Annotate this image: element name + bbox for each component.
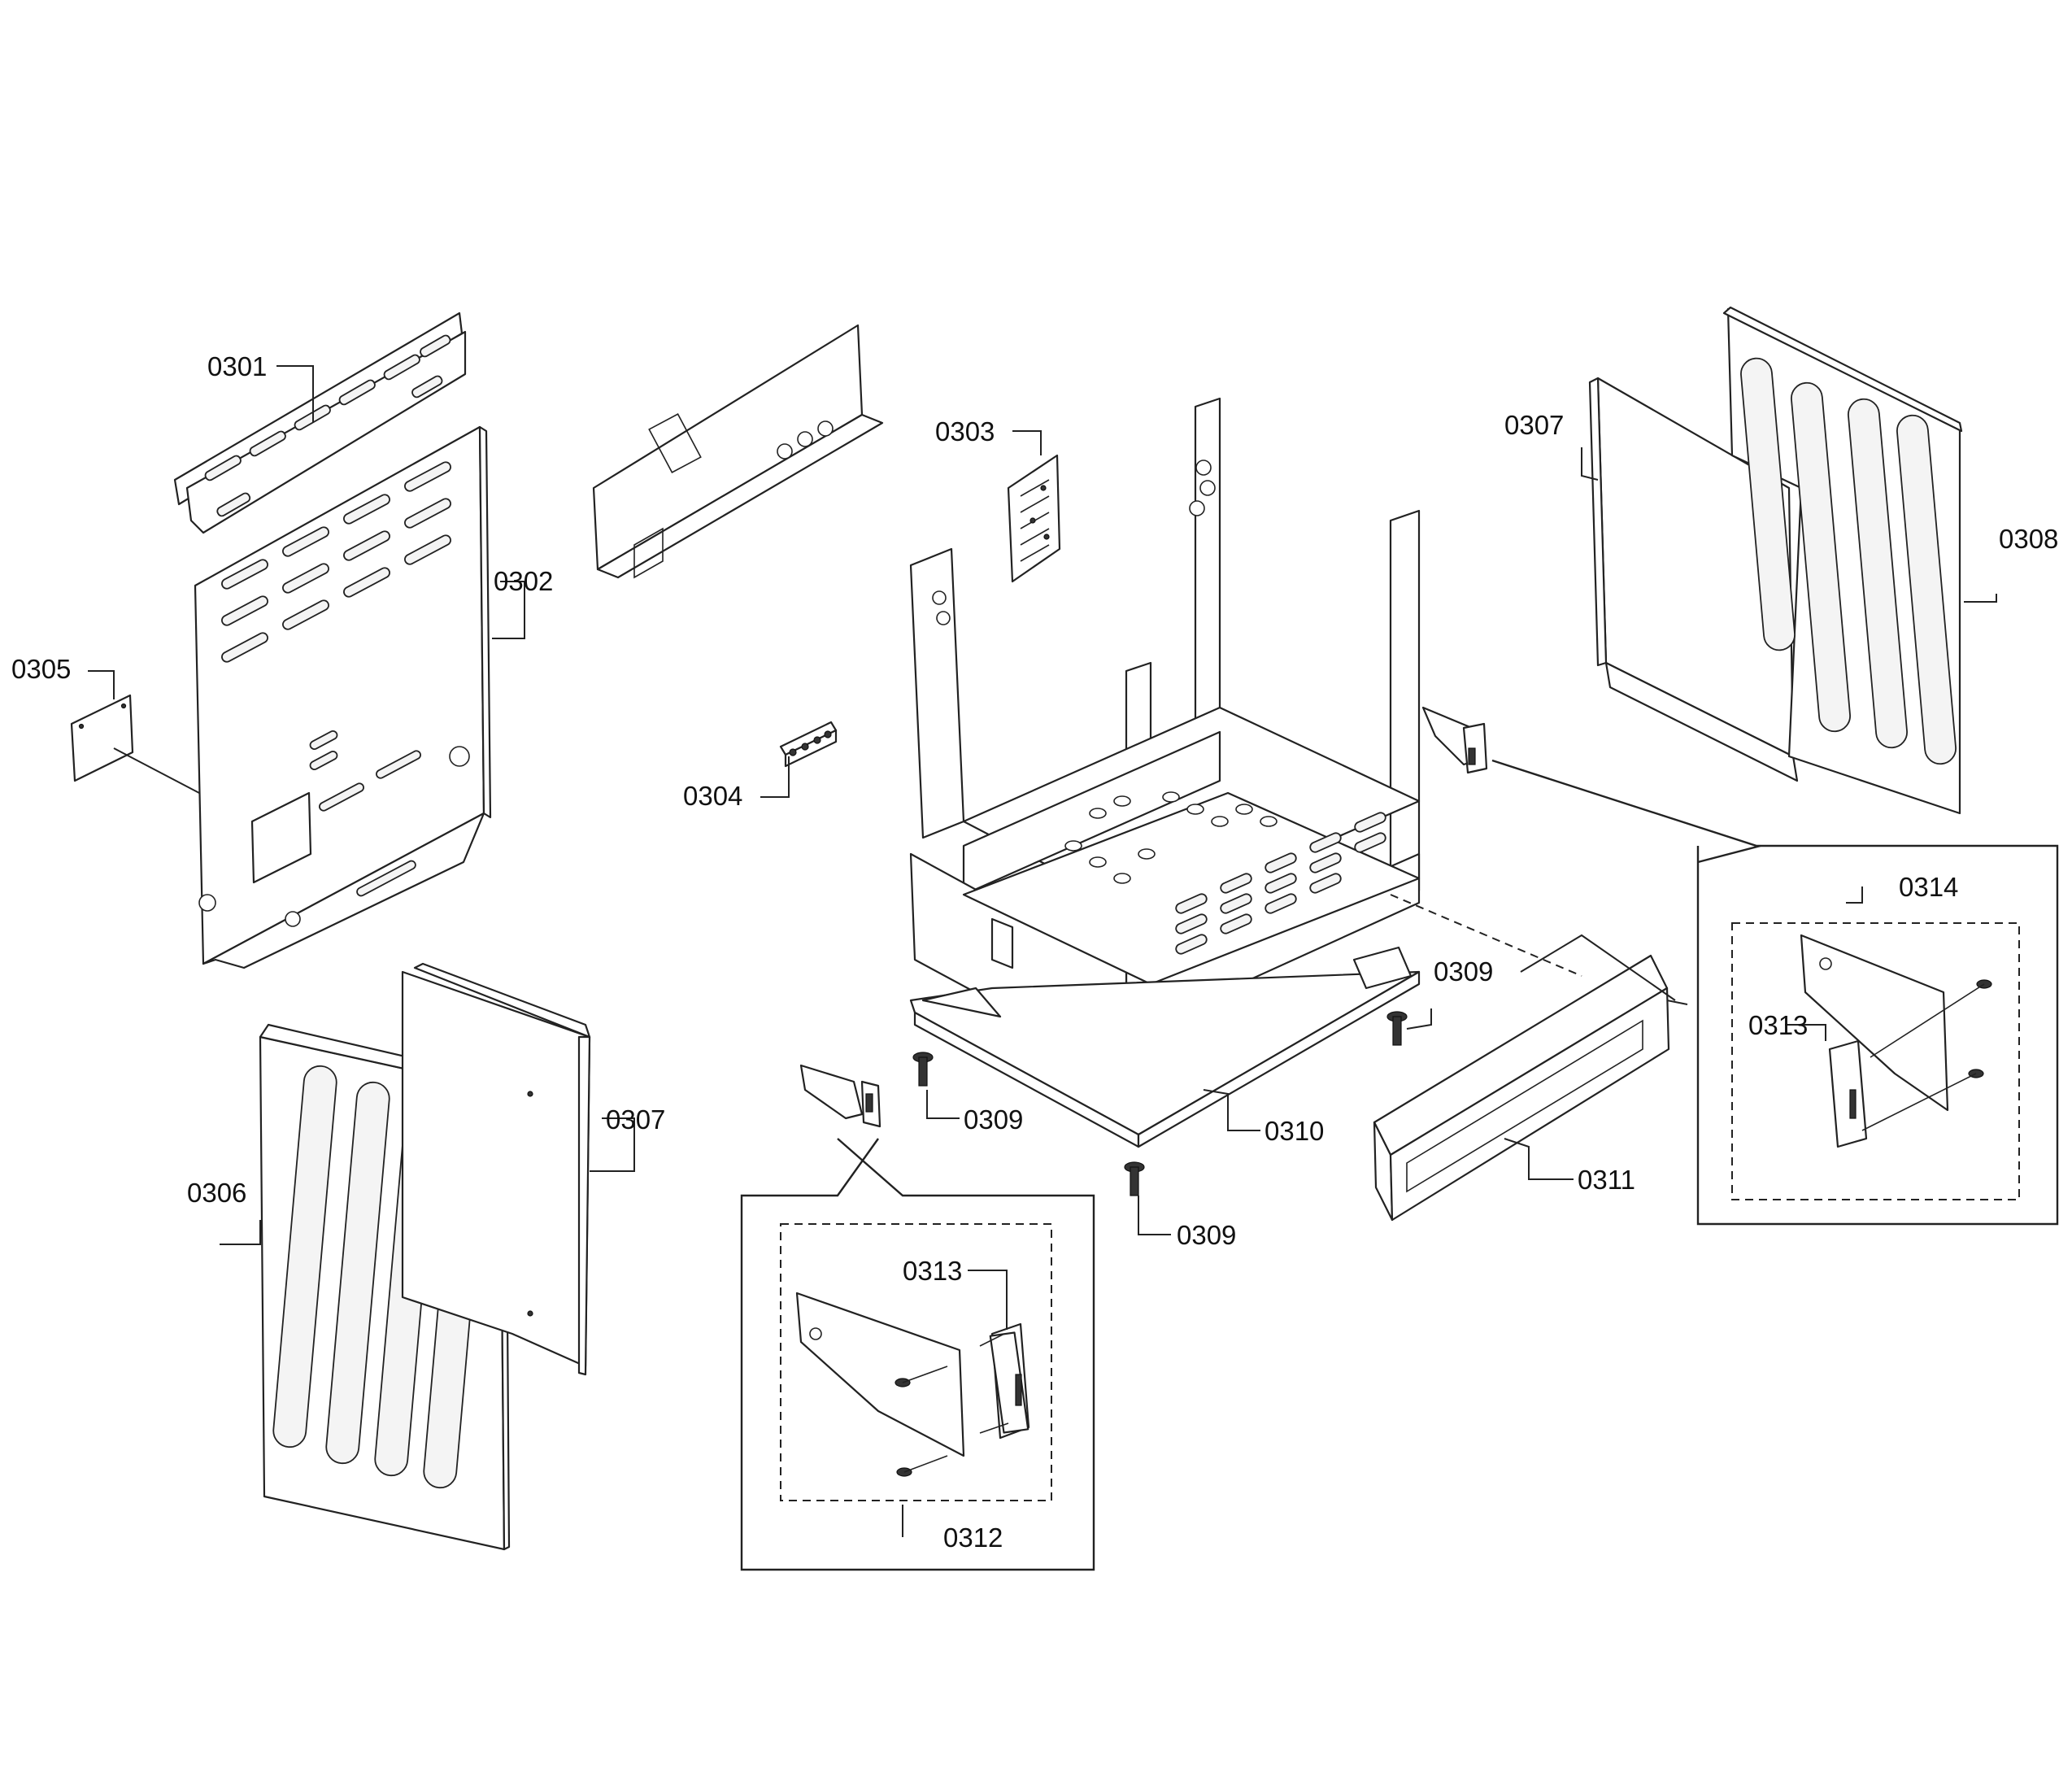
part-0304-terminal-block: [779, 721, 838, 768]
part-0309-screw-a: [912, 1052, 934, 1087]
hinge-bracket-left: [799, 1064, 881, 1128]
callout-labels: 0301 0302 0303 0304 0305 0306 0307 0307 …: [11, 351, 2058, 1553]
label-0308: 0308: [1999, 524, 2058, 554]
label-0313-right: 0313: [1748, 1010, 1808, 1040]
label-0304: 0304: [683, 781, 742, 811]
label-0301: 0301: [207, 351, 267, 381]
part-0311-toe-kick: [1373, 954, 1670, 1222]
label-0314: 0314: [1899, 872, 1958, 902]
label-0309-b: 0309: [1434, 956, 1493, 987]
part-0301-top-trim: [173, 311, 467, 534]
label-0312: 0312: [943, 1522, 1003, 1553]
part-0310-base-pan: [909, 946, 1421, 1148]
label-0307-right: 0307: [1504, 410, 1564, 440]
detail-box-left: [740, 1138, 1095, 1571]
part-0303-control-board: [1007, 454, 1061, 583]
detail-box-right: [1491, 759, 2059, 1226]
assembly-guides: [1390, 894, 1688, 1005]
label-0310: 0310: [1265, 1116, 1324, 1146]
part-0305-cover-plate: [70, 694, 134, 782]
label-0309-c: 0309: [1177, 1220, 1236, 1250]
label-0309-a: 0309: [964, 1104, 1023, 1135]
part-0307-inner-panel-right: [1588, 377, 1799, 782]
label-0305: 0305: [11, 654, 71, 684]
part-0309-screw-b: [1386, 1011, 1408, 1046]
label-0307-left: 0307: [606, 1104, 665, 1135]
part-0309-screw-c: [1124, 1161, 1145, 1196]
label-0306: 0306: [187, 1178, 246, 1208]
label-0311: 0311: [1578, 1165, 1635, 1195]
label-0303: 0303: [935, 416, 995, 446]
label-0302: 0302: [494, 566, 553, 596]
part-0307-inner-panel-left: [401, 962, 591, 1376]
leader-lines: [88, 365, 1997, 1537]
chassis-frame: [909, 397, 1421, 1075]
part-0302-back-panel: [194, 425, 492, 969]
part-0308-side-panel: [1722, 306, 1963, 815]
label-0313-left: 0313: [903, 1256, 962, 1286]
hinge-bracket-right: [1421, 706, 1488, 774]
divider-panel: [592, 324, 884, 579]
